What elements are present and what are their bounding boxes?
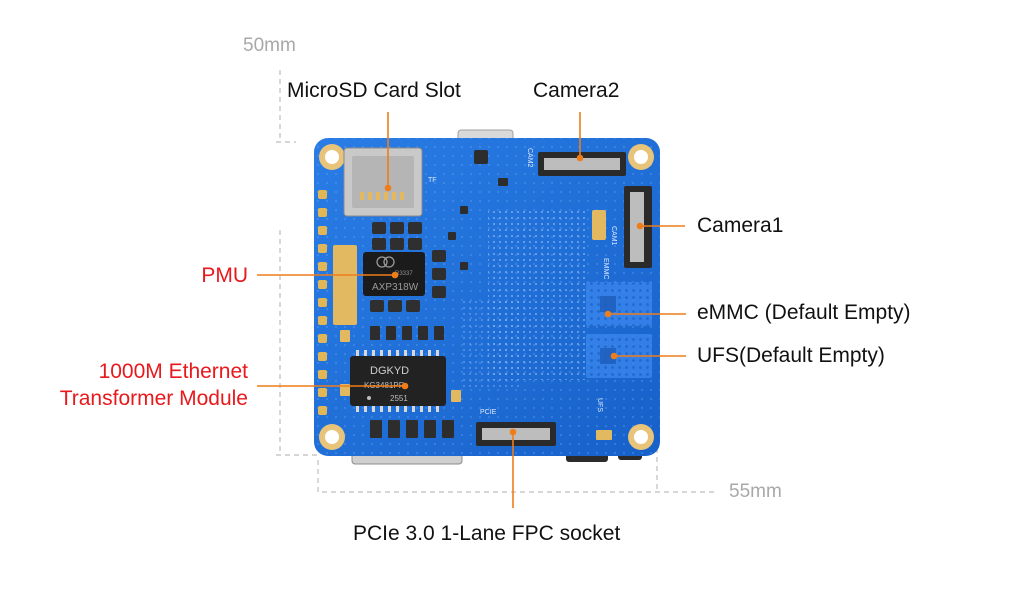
svg-text:R3337: R3337 [395, 271, 413, 277]
dimension-width-label: 55mm [729, 481, 782, 502]
camera2-label: Camera2 [533, 79, 620, 102]
svg-text:DGKYD: DGKYD [370, 365, 409, 377]
ufs-silkscreen: UFS [596, 398, 603, 412]
camera2-connector [538, 152, 626, 176]
cam2-silkscreen: CAM2 [526, 148, 533, 168]
svg-text:AXP318W: AXP318W [372, 282, 419, 293]
gold-pad [333, 245, 357, 325]
ethernet-transformer: DGKYD KG3481PR 2551 [350, 350, 446, 412]
dimension-height-label: 50mm [243, 35, 296, 56]
pcie-silkscreen: PCIE [480, 409, 497, 416]
pmu-label: PMU [201, 264, 248, 287]
callout-lines [257, 112, 686, 508]
ufs-label: UFS(Default Empty) [697, 344, 885, 367]
camera1-label: Camera1 [697, 214, 784, 237]
passive-components [370, 150, 508, 438]
microsd-label: MicroSD Card Slot [287, 79, 461, 102]
inductors [370, 222, 446, 312]
emmc-label: eMMC (Default Empty) [697, 301, 911, 324]
emmc-footprint [586, 282, 652, 326]
pcie-fpc-socket [476, 422, 556, 446]
svg-text:2551: 2551 [390, 394, 408, 403]
tf-silkscreen: TF [428, 177, 437, 184]
emmc-silkscreen: EMMC [602, 258, 609, 279]
ethernet-label-line1: 1000M Ethernet [98, 360, 248, 383]
dimension-guides [276, 70, 716, 493]
gold-pads-small [340, 210, 612, 440]
microsd-slot [343, 147, 423, 217]
ethernet-label-line2: Transformer Module [59, 387, 248, 410]
pcb-board: TF R3337 AXP318W [314, 129, 660, 465]
mounting-holes [319, 144, 654, 450]
cam1-silkscreen: CAM1 [610, 226, 617, 246]
pcie-label: PCIe 3.0 1-Lane FPC socket [353, 522, 621, 545]
gpio-pads [318, 190, 327, 415]
